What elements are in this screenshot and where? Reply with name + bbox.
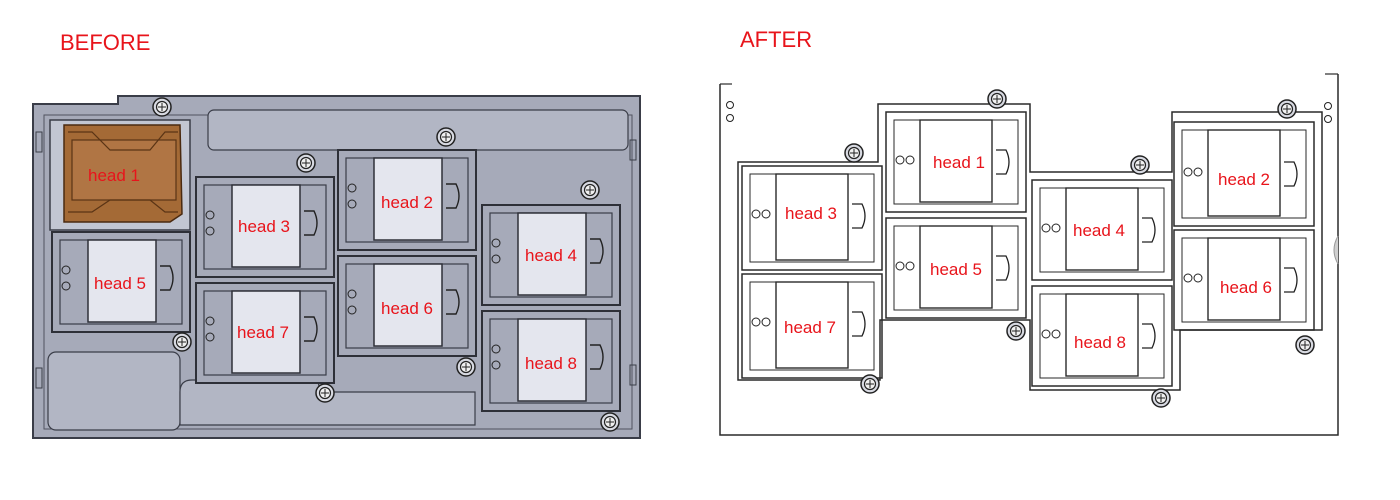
after-head4-module — [1031, 179, 1173, 281]
after-head6-module — [1173, 229, 1315, 331]
screw-icon — [315, 383, 335, 403]
before-label-head6: head 6 — [381, 299, 433, 318]
before-label-head5: head 5 — [94, 274, 146, 293]
screw-icon — [987, 89, 1007, 109]
screw-icon — [1295, 335, 1315, 355]
after-head7-module — [741, 273, 883, 379]
screw-icon — [1277, 99, 1297, 119]
screw-icon — [1151, 388, 1171, 408]
before-head4-module — [481, 204, 621, 306]
screw-icon — [1130, 155, 1150, 175]
after-head3-module — [741, 165, 883, 271]
after-plate — [719, 74, 1339, 436]
screw-icon — [860, 374, 880, 394]
before-head1-module — [49, 119, 191, 231]
screw-icon — [436, 127, 456, 147]
after-label-head5: head 5 — [930, 260, 982, 279]
before-panel: head 1 head 2 head 3 head 4 head 5 head … — [32, 95, 641, 439]
before-head8-module — [481, 310, 621, 412]
before-head7-module — [195, 282, 335, 384]
screw-icon — [844, 143, 864, 163]
after-label-head7: head 7 — [784, 318, 836, 337]
after-head8-module — [1031, 285, 1173, 387]
before-title: BEFORE — [60, 30, 151, 55]
screw-icon — [1006, 321, 1026, 341]
before-head5-module — [51, 231, 191, 333]
after-label-head4: head 4 — [1073, 221, 1125, 240]
after-title: AFTER — [740, 27, 813, 52]
before-label-head2: head 2 — [381, 193, 433, 212]
before-label-head7: head 7 — [237, 323, 289, 342]
before-head6-module — [337, 255, 477, 357]
screw-icon — [152, 97, 172, 117]
before-head2-module — [337, 149, 477, 251]
before-label-head4: head 4 — [525, 246, 577, 265]
after-panel: head 1 head 2 head 3 head 4 head 5 head … — [719, 73, 1339, 436]
screw-icon — [600, 412, 620, 432]
after-label-head1: head 1 — [933, 153, 985, 172]
after-head5-module — [885, 217, 1027, 319]
screw-icon — [580, 180, 600, 200]
screw-icon — [172, 332, 192, 352]
before-label-head8: head 8 — [525, 354, 577, 373]
after-head2-module — [1173, 121, 1315, 227]
after-label-head3: head 3 — [785, 204, 837, 223]
after-head1-module — [885, 111, 1027, 213]
before-label-head1: head 1 — [88, 166, 140, 185]
after-label-head2: head 2 — [1218, 170, 1270, 189]
after-label-head8: head 8 — [1074, 333, 1126, 352]
before-head3-module — [195, 176, 335, 278]
before-label-head3: head 3 — [238, 217, 290, 236]
screw-icon — [456, 357, 476, 377]
screw-icon — [296, 153, 316, 173]
after-label-head6: head 6 — [1220, 278, 1272, 297]
